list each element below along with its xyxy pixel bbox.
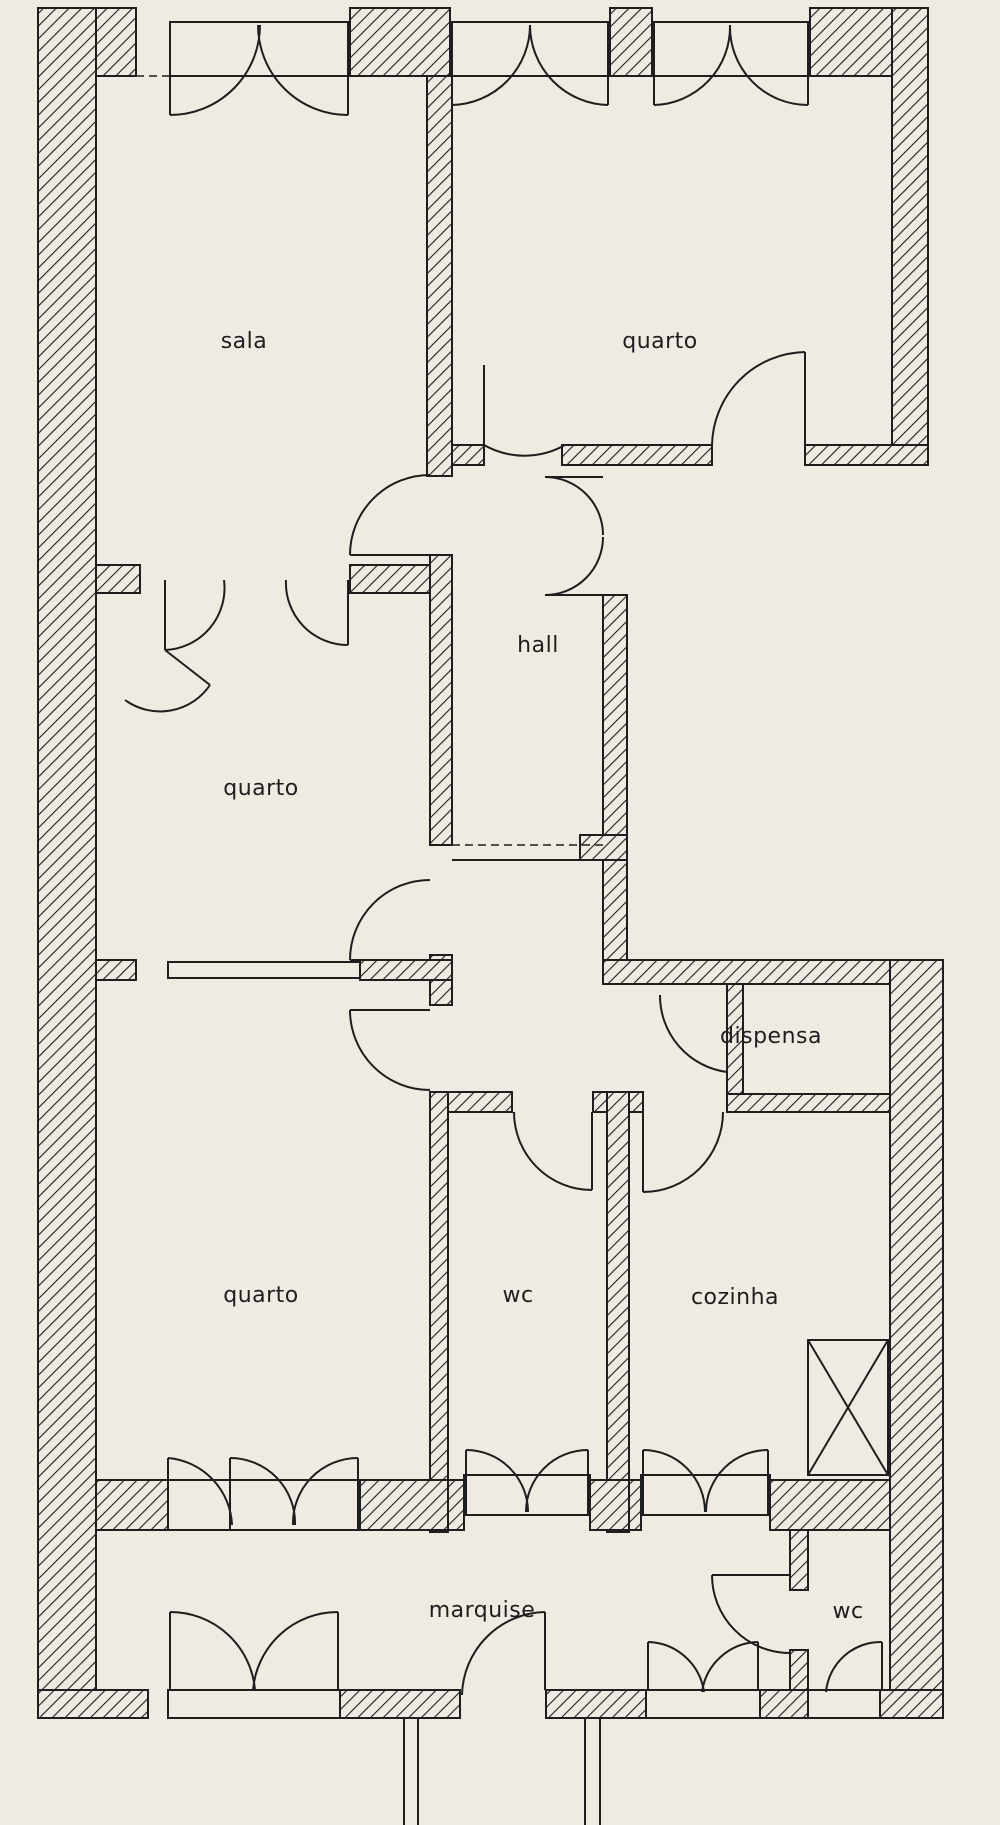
wall-bottom-center xyxy=(545,1689,647,1719)
door-wc-window-right xyxy=(525,1449,589,1515)
room-label-wc-central: wc xyxy=(502,1283,533,1308)
door-marquise-window-left xyxy=(169,1610,256,1691)
room-label-wc-small: wc xyxy=(832,1599,863,1624)
door-wc-window-left xyxy=(465,1449,529,1515)
door-cozinha-window-left xyxy=(642,1449,706,1515)
wall-right-upper xyxy=(891,7,929,466)
wall-quarto-bottom-right xyxy=(359,1479,449,1531)
door-quarto-window-b-right xyxy=(728,22,809,106)
door-sala-window-right xyxy=(257,22,349,116)
wall-quarto-divider-b xyxy=(359,959,453,981)
room-label-hall: hall xyxy=(517,633,559,658)
wall-dispensa-bottom xyxy=(726,1093,891,1113)
door-hall-top-upper xyxy=(544,476,604,536)
room-label-quarto-top-right: quarto xyxy=(622,329,698,354)
door-quarto-mid-folded xyxy=(124,649,211,713)
door-sala-window-left xyxy=(169,22,261,116)
partition-quarto xyxy=(167,961,361,979)
door-hall-quarto-bottom xyxy=(349,1009,431,1091)
door-hall-top-lower xyxy=(544,536,604,596)
door-marquise-window-right xyxy=(252,1610,339,1691)
window-quarto-bottom xyxy=(167,1479,361,1531)
window-cozinha xyxy=(640,1474,771,1516)
wall-quarto-bottom-left xyxy=(95,1479,169,1531)
door-cozinha-window-right xyxy=(705,1449,769,1515)
door-marquise-small-left xyxy=(647,1641,705,1693)
wall-sala-bottom-b xyxy=(349,564,431,594)
wall-top-mid xyxy=(609,7,653,77)
wall-bottom-right-b xyxy=(879,1689,944,1719)
door-quarto-bottom-window-a xyxy=(167,1457,233,1530)
door-quarto-bottom-window-c xyxy=(291,1457,359,1530)
window-marquise-right xyxy=(645,1689,761,1719)
wall-wc-cozinha xyxy=(606,1091,630,1533)
wall-hall-left xyxy=(429,554,453,846)
wall-bottom-left xyxy=(37,1689,149,1719)
wall-quarto-divider-a xyxy=(95,959,137,981)
wall-sala-bottom-a xyxy=(95,564,141,594)
wall-wc-bottom-right xyxy=(589,1479,630,1531)
window-marquise-left xyxy=(167,1689,341,1719)
door-sala-hall xyxy=(349,474,431,556)
door-quarto-top-right xyxy=(711,351,806,446)
wall-small-wc-left-lower xyxy=(789,1649,809,1691)
door-quarto-window-a-right xyxy=(529,22,609,106)
wall-small-wc-left xyxy=(789,1529,809,1591)
room-label-quarto-bottom-left: quarto xyxy=(223,1283,299,1308)
door-marquise-small-right xyxy=(701,1641,759,1693)
door-quarto-top-left xyxy=(483,365,566,457)
windows xyxy=(136,21,889,1825)
walls xyxy=(37,7,944,1719)
door-cozinha xyxy=(642,1111,724,1193)
door-wc xyxy=(513,1111,593,1191)
room-label-cozinha: cozinha xyxy=(691,1285,779,1310)
door-dispensa xyxy=(658,994,728,1073)
door-quarto-mid-left xyxy=(164,579,226,651)
room-label-quarto-middle-left: quarto xyxy=(223,776,299,801)
window-small-wc xyxy=(807,1689,881,1719)
room-label-dispensa: dispensa xyxy=(720,1024,822,1049)
wall-sala-quarto xyxy=(426,75,453,477)
wall-outer-left xyxy=(37,7,97,1719)
wall-quarto-bottom-b xyxy=(561,444,713,466)
wall-quarto-bottom-a xyxy=(451,444,485,466)
door-quarto-window-a-left xyxy=(451,22,531,106)
wall-wc-top xyxy=(439,1091,513,1113)
wall-quarto-bottom-c xyxy=(804,444,929,466)
wall-right-lower xyxy=(889,959,944,1719)
door-small-wc-window xyxy=(825,1640,883,1693)
room-label-marquise: marquise xyxy=(429,1598,536,1623)
door-quarto-mid-right xyxy=(284,579,349,647)
wall-bottom-right-a xyxy=(759,1689,809,1719)
room-labels: sala quarto hall quarto dispensa quarto … xyxy=(221,329,863,1624)
window-wc xyxy=(463,1474,591,1516)
cozinha-duct-x2 xyxy=(807,1339,889,1476)
wall-cozinha-bottom-right xyxy=(769,1479,891,1531)
door-quarto-window-b-left xyxy=(653,22,732,106)
wall-hall-right-step xyxy=(579,834,628,861)
room-label-sala: sala xyxy=(221,329,268,354)
wall-cozinha-bottom-left xyxy=(628,1479,642,1531)
door-quarto-bottom-window-b xyxy=(229,1457,297,1530)
cozinha-duct xyxy=(807,1339,889,1476)
wall-wc-left xyxy=(429,1091,449,1533)
doors xyxy=(124,22,883,1696)
door-entrance xyxy=(461,1611,546,1696)
door-hall-quarto-mid xyxy=(349,879,431,961)
wall-top-center xyxy=(349,7,451,77)
wall-bottom-mid xyxy=(339,1689,461,1719)
wall-service-top xyxy=(602,959,944,985)
wall-top-left xyxy=(95,7,137,77)
door-small-wc xyxy=(711,1574,791,1654)
wall-hall-right xyxy=(602,594,628,976)
wall-wc-bottom-left xyxy=(447,1479,465,1531)
